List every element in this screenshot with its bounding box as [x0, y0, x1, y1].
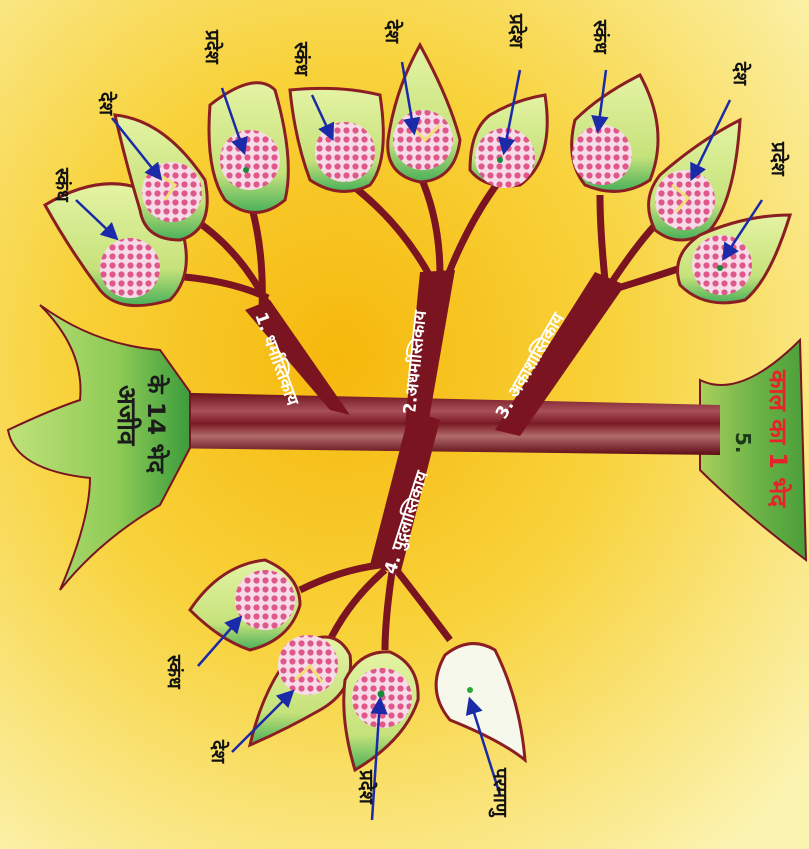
label-skandh-1: स्कंध	[51, 167, 73, 203]
kaal-number: 5.	[731, 432, 755, 454]
label-pradesh-1: प्रदेश	[201, 29, 224, 65]
title-top: अजीव	[111, 385, 142, 447]
label-desh-1: देश	[95, 91, 118, 116]
label-desh-3: देश	[729, 61, 752, 86]
label-paramanu: परमाणु	[488, 767, 511, 818]
label-desh-4: देश	[207, 739, 230, 764]
label-pradesh-3: प्रदेश	[767, 141, 790, 177]
label-pradesh-2: प्रदेश	[505, 13, 528, 49]
label-desh-2: देश	[381, 19, 404, 44]
label-pradesh-4: प्रदेश	[355, 769, 378, 805]
label-skandh-3: स्कंध	[589, 19, 611, 55]
label-skandh-4: स्कंध	[163, 654, 185, 690]
title-bottom: के 14 भेद	[142, 374, 170, 474]
kaal-label: काल का 1 भेद	[764, 369, 792, 508]
label-skandh-2: स्कंध	[290, 41, 312, 77]
leaf-1-pradesh	[209, 83, 288, 213]
